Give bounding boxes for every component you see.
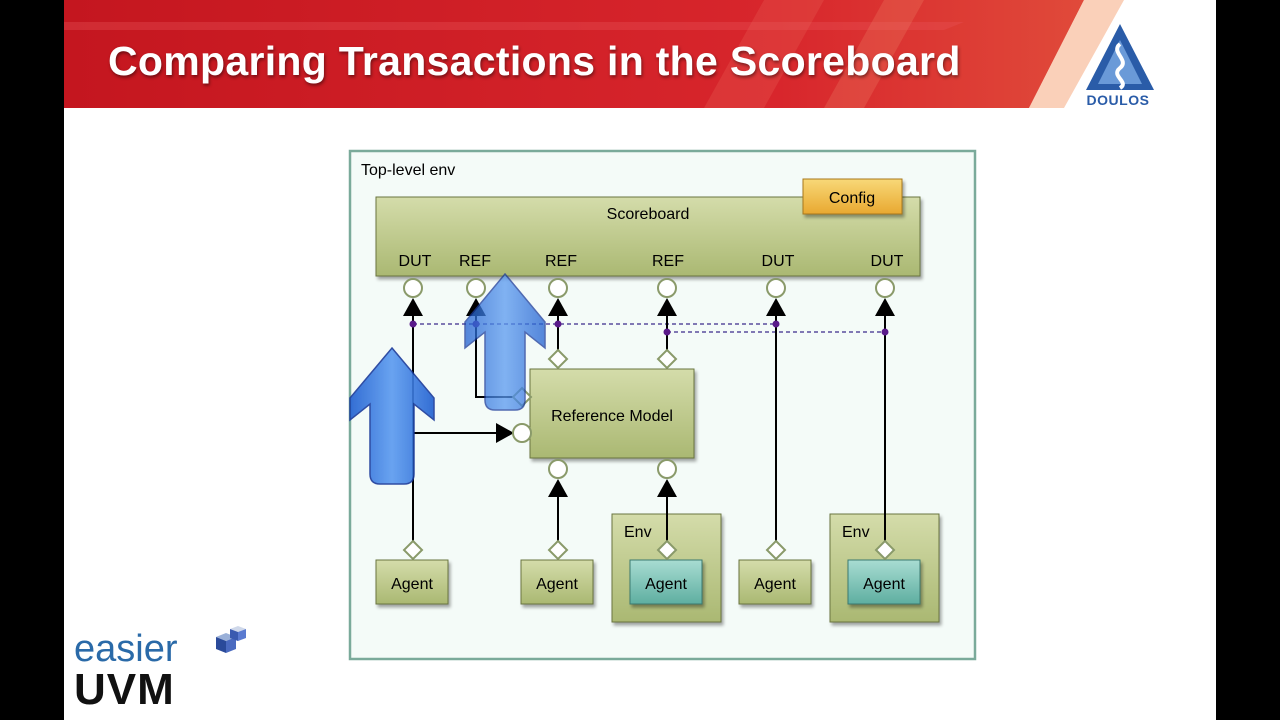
reference-model-label: Reference Model	[551, 408, 673, 425]
port-label-dut-2: DUT	[762, 253, 795, 270]
port-label-dut-1: DUT	[399, 253, 432, 270]
blue-arrow-left-icon	[349, 346, 435, 485]
config-label: Config	[829, 190, 875, 207]
config-box	[802, 178, 903, 215]
title-banner	[64, 0, 1216, 110]
agent-box-1	[375, 559, 449, 605]
agent-box-3	[629, 559, 703, 605]
port-label-dut-3: DUT	[871, 253, 904, 270]
port-label-ref-1: REF	[459, 253, 491, 270]
agent-label-3: Agent	[645, 576, 687, 593]
doulos-logo-text: DOULOS	[1086, 92, 1150, 108]
top-level-env-label: Top-level env	[361, 162, 455, 179]
agent-label-2: Agent	[536, 576, 578, 593]
agent-label-1: Agent	[391, 576, 433, 593]
agent-label-5: Agent	[863, 576, 905, 593]
doulos-logo-icon	[1086, 24, 1154, 90]
port-label-ref-3: REF	[652, 253, 684, 270]
agent-box-5	[847, 559, 921, 605]
uvm-diagram: Top-level env Scoreboard Config DUT REF …	[348, 149, 977, 661]
env-label-1: Env	[624, 524, 652, 541]
port-label-ref-2: REF	[545, 253, 577, 270]
scoreboard-export-circles	[403, 278, 895, 298]
agent-box-2	[520, 559, 594, 605]
scoreboard-label: Scoreboard	[607, 206, 690, 223]
agent-label-4: Agent	[754, 576, 796, 593]
cubes-logo-icon	[216, 626, 246, 653]
easier-uvm-brand-line1: easier	[74, 628, 178, 670]
slide: Comparing Transactions in the Scoreboard…	[64, 0, 1216, 720]
env-label-2: Env	[842, 524, 870, 541]
slide-title: Comparing Transactions in the Scoreboard	[108, 38, 961, 84]
agent-analysis-ports	[402, 539, 896, 561]
agent-box-4	[738, 559, 812, 605]
reference-model-box	[529, 368, 695, 459]
easier-uvm-brand-line2: UVM	[74, 665, 175, 714]
blue-arrow-middle-icon	[464, 272, 546, 411]
